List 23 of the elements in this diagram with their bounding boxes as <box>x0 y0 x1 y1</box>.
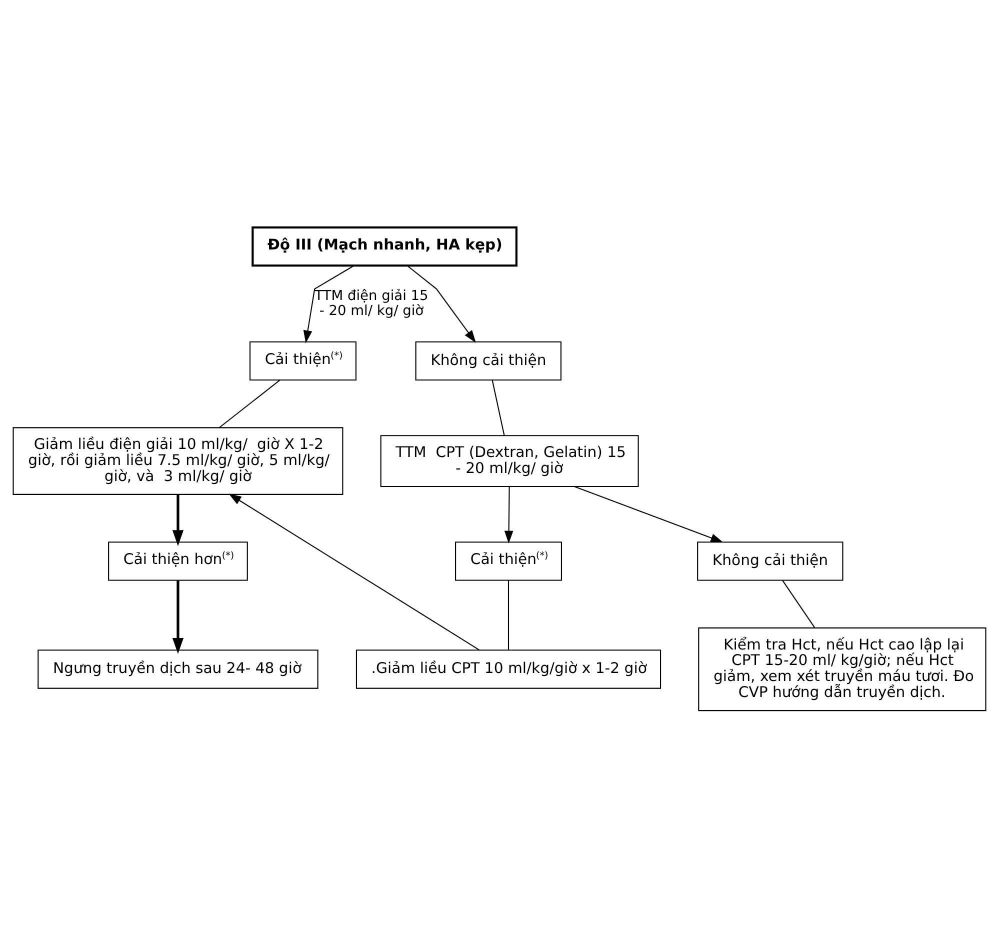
arrow <box>172 494 184 546</box>
node-box: Không cải thiện <box>696 542 843 581</box>
arrow <box>228 494 480 650</box>
node-box: .Giảm liều CPT 10 ml/kg/giờ x 1-2 giờ <box>355 650 661 689</box>
arrow <box>302 265 354 344</box>
connector <box>782 580 815 628</box>
connector <box>218 380 280 428</box>
arrow <box>172 580 184 654</box>
arrow <box>406 265 476 343</box>
node-box: Cải thiện$^{(*)}$ <box>248 341 356 381</box>
node-box: Cải thiện$^{(*)}$ <box>454 542 562 581</box>
node-box: Ngưng truyền dịch sau 24- 48 giờ <box>37 650 318 689</box>
edge-label: TTM điện giải 15 - 20 ml/ kg/ giờ <box>314 288 428 319</box>
connector <box>507 580 509 650</box>
node-box: Độ III (Mạch nhanh, HA kẹp) <box>251 226 517 267</box>
node-box: Kiểm tra Hct, nếu Hct cao lập lại CPT 15-20 ml/ kg/giờ; nếu Hct giảm, xem xét truyền máu tươi. Đo CVP hướng dẫn truyền dịch. <box>698 627 986 712</box>
node-box: Không cải thiện <box>414 341 561 381</box>
connector <box>491 380 504 436</box>
arrow <box>504 486 513 544</box>
node-box: Cải thiện hơn$^{(*)}$ <box>108 542 248 581</box>
node-box: TTM CPT (Dextran, Gelatin) 15 - 20 ml/kg/ giờ <box>380 435 638 487</box>
node-box: Giảm liều điện giải 10 ml/kg/ giờ X 1-2 giờ, rồi giảm liều 7.5 ml/kg/ giờ, 5 ml/kg/ giờ, và 3 ml/kg/ giờ <box>12 427 343 495</box>
arrow <box>574 486 723 542</box>
